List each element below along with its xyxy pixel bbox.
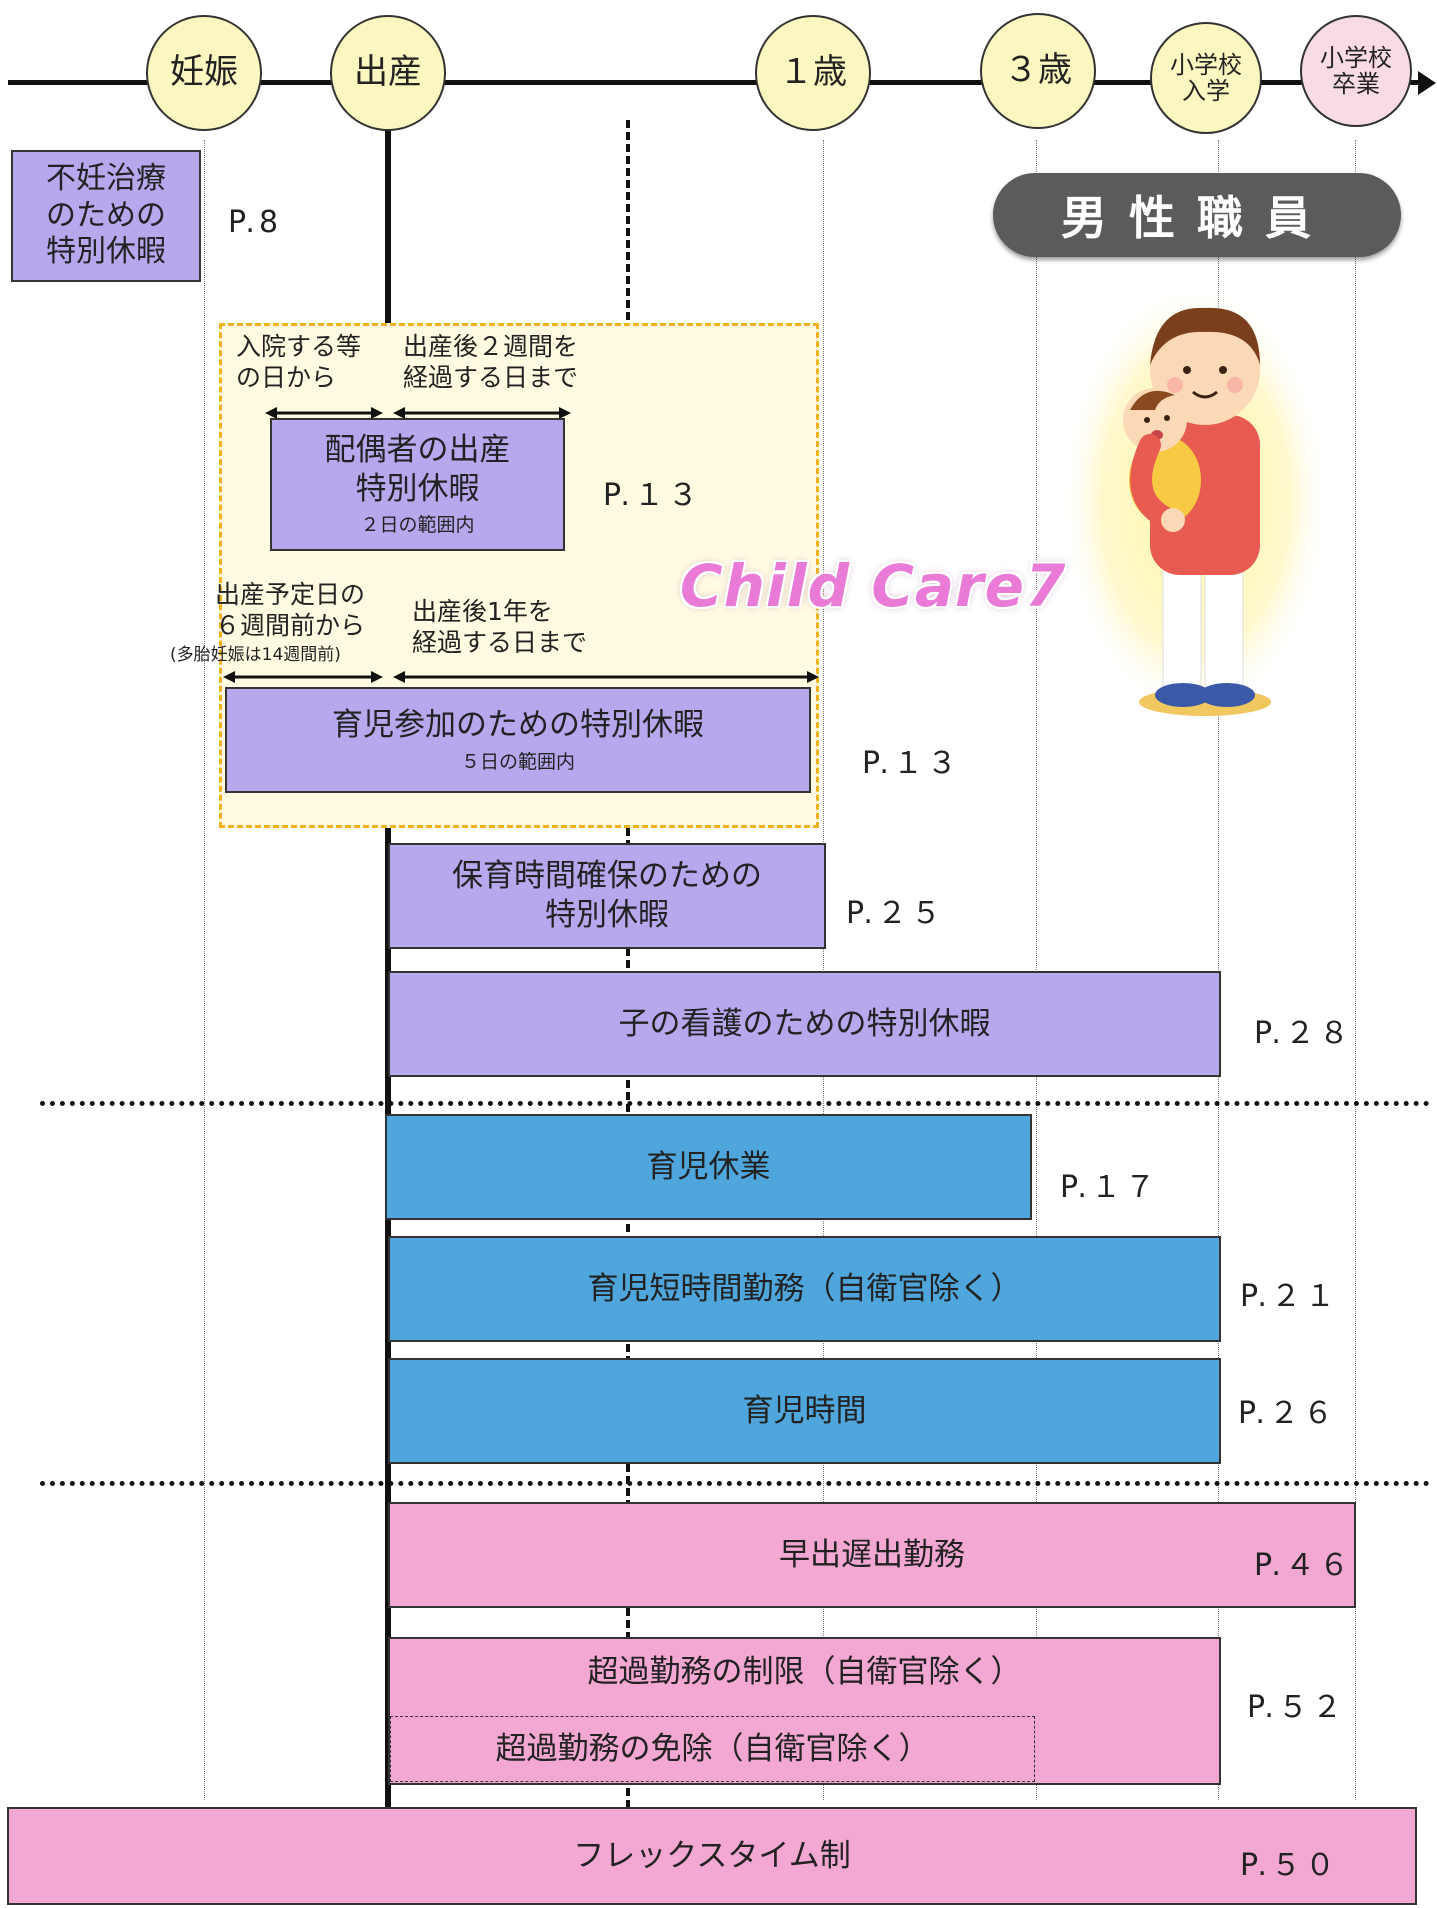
guide-elementary-graduation xyxy=(1355,140,1356,1800)
father-baby-illustration xyxy=(1055,270,1335,730)
childcare-participation-leave-label: 育児参加のための特別休暇 xyxy=(332,706,704,743)
short-hours-work-label: 育児短時間勤務（自衛官除く） xyxy=(587,1270,1022,1307)
childcare-time-box: 育児時間 xyxy=(388,1358,1221,1464)
child-care-watermark: Child Care7 xyxy=(680,552,1067,620)
childcare-leave-box: 育児休業 xyxy=(385,1114,1032,1220)
guide-8-weeks xyxy=(626,120,630,1820)
guide-age-1 xyxy=(823,140,824,1800)
childcare-participation-leave-note: ５日の範囲内 xyxy=(460,750,575,773)
early-late-page-ref: P.４６ xyxy=(1254,1548,1353,1583)
childcare-leave-label: 育児休業 xyxy=(646,1148,771,1185)
arrow-before-birth-2 xyxy=(223,669,383,689)
arrow-after-birth-1 xyxy=(393,405,571,425)
arrow-before-birth-1 xyxy=(265,405,383,425)
infertility-leave-box: 不妊治療 のための 特別休暇 xyxy=(11,150,201,282)
guide-pregnancy xyxy=(204,140,205,1800)
note-two-weeks-after: 出産後２週間を 経過する日まで xyxy=(403,332,579,392)
flextime-box: フレックスタイム制 xyxy=(7,1807,1417,1905)
early-late-work-box: 早出遅出勤務 xyxy=(388,1502,1356,1608)
timeline-axis xyxy=(8,80,1420,85)
guide-elementary-entry xyxy=(1218,140,1219,1800)
milestone-pregnancy: 妊娠 xyxy=(146,15,262,131)
section-divider-1 xyxy=(40,1101,1430,1106)
guide-age-3 xyxy=(1036,140,1037,1800)
male-staff-badge: 男性職員 xyxy=(993,173,1401,257)
flextime-page-ref: P.５０ xyxy=(1240,1848,1339,1883)
nursery-time-page-ref: P.２５ xyxy=(846,896,945,931)
short-hours-work-box: 育児短時間勤務（自衛官除く） xyxy=(388,1236,1221,1342)
infertility-leave-label: 不妊治療 のための 特別休暇 xyxy=(46,161,166,270)
overtime-exemption-box: 超過勤務の免除（自衛官除く） xyxy=(390,1716,1035,1782)
arrow-after-birth-2 xyxy=(393,669,819,689)
overtime-exemption-label: 超過勤務の免除（自衛官除く） xyxy=(495,1730,930,1767)
spouse-birth-leave-box: 配偶者の出産 特別休暇 ２日の範囲内 xyxy=(270,418,565,551)
milestone-elementary-graduation: 小学校 卒業 xyxy=(1300,15,1412,127)
childcare-participation-page-ref: P.１３ xyxy=(862,746,961,781)
infertility-page-ref: P.8 xyxy=(228,205,283,240)
short-hours-page-ref: P.２１ xyxy=(1240,1279,1339,1314)
note-one-year-after: 出産後1年を 経過する日まで xyxy=(412,597,588,657)
early-late-work-label: 早出遅出勤務 xyxy=(779,1536,965,1573)
milestone-elementary-entry: 小学校 入学 xyxy=(1150,22,1262,134)
note-multiple-pregnancy: (多胎妊娠は14週間前) xyxy=(170,645,341,665)
flextime-label: フレックスタイム制 xyxy=(573,1837,851,1874)
childcare-time-label: 育児時間 xyxy=(742,1392,867,1429)
child-nursing-leave-box: 子の看護のための特別休暇 xyxy=(388,971,1221,1077)
milestone-age-3: ３歳 xyxy=(980,13,1096,129)
childcare-leave-page-ref: P.１７ xyxy=(1060,1170,1159,1205)
milestone-birth: 出産 xyxy=(330,15,446,131)
nursery-time-leave-box: 保育時間確保のための 特別休暇 xyxy=(388,843,826,949)
child-nursing-leave-label: 子の看護のための特別休暇 xyxy=(618,1005,991,1042)
childcare-participation-leave-box: 育児参加のための特別休暇 ５日の範囲内 xyxy=(225,687,811,793)
child-nursing-page-ref: P.２８ xyxy=(1254,1016,1353,1051)
guide-birth xyxy=(385,125,391,1815)
section-divider-2 xyxy=(40,1481,1430,1486)
milestone-age-1: １歳 xyxy=(755,15,871,131)
nursery-time-leave-label: 保育時間確保のための 特別休暇 xyxy=(452,858,762,933)
note-hospital-from: 入院する等 の日から xyxy=(236,332,362,392)
childcare-time-page-ref: P.２６ xyxy=(1238,1396,1337,1431)
spouse-birth-page-ref: P.１３ xyxy=(603,478,702,513)
overtime-limit-label: 超過勤務の制限（自衛官除く） xyxy=(587,1654,1022,1690)
timeline-arrowhead xyxy=(1418,71,1436,95)
note-six-weeks-before: 出産予定日の ６週間前から xyxy=(215,580,366,640)
spouse-birth-leave-label: 配偶者の出産 特別休暇 xyxy=(324,431,511,507)
spouse-birth-leave-note: ２日の範囲内 xyxy=(360,514,475,537)
overtime-limit-page-ref: P.５２ xyxy=(1247,1690,1346,1725)
